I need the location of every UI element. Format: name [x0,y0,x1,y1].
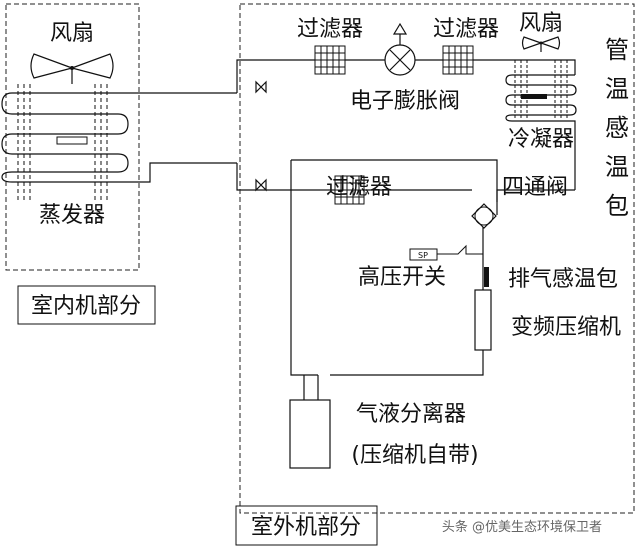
outdoor-section-label: 室外机部分 [251,515,361,540]
evaporator-coil [1,84,170,200]
separator-label-line1: 气液分离器 [356,402,466,427]
svg-text:包: 包 [605,192,629,220]
filter-upper-left-label: 过滤器 [297,17,363,42]
condenser-label: 冷凝器 [508,127,574,152]
evaporator-label: 蒸发器 [39,203,105,228]
service-valve-upper-icon [255,80,267,94]
svg-text:温: 温 [605,75,629,103]
compressor-icon [474,289,492,351]
svg-text:温: 温 [605,153,629,181]
high-pressure-switch-label: 高压开关 [358,265,446,290]
filter-upper-right-icon [442,45,474,75]
four-way-valve-label: 四通阀 [502,175,568,200]
svg-text:SP: SP [418,251,428,260]
svg-text:感: 感 [605,114,629,142]
indoor-section-box [17,285,156,325]
svg-text:管: 管 [605,36,629,64]
service-valve-lower-icon [255,178,267,192]
exhaust-temperature-sensor-label: 排气感温包 [508,267,618,292]
indoor-fan-icon [30,53,114,84]
four-way-valve-icon [471,203,497,229]
exhaust-temperature-sensor-icon [484,267,489,287]
pipe-temperature-sensor-label: 管 温 感 温 包 [605,36,629,220]
filter-lower-label: 过滤器 [326,175,392,200]
filter-lower-icon [334,175,365,205]
expansion-valve-icon [384,22,416,76]
outdoor-section-box [235,505,378,546]
compressor-label: 变频压缩机 [511,315,621,340]
outdoor-fan-icon [521,36,561,52]
outdoor-unit-boundary [239,3,635,514]
filter-upper-left-icon [314,45,346,75]
watermark-text: 头条 @优美生态环境保卫者 [442,519,602,535]
filter-upper-right-label: 过滤器 [433,17,499,42]
expansion-valve-label: 电子膨胀阀 [350,89,460,114]
indoor-unit-boundary [5,3,140,271]
gas-liquid-separator-icon [289,399,331,469]
outdoor-fan-label: 风扇 [519,11,563,36]
separator-label-line2: (压缩机自带) [351,443,478,468]
condenser-coil [505,60,577,190]
indoor-fan-label: 风扇 [50,21,94,46]
indoor-section-label: 室内机部分 [31,294,141,319]
high-pressure-switch-icon: SP [409,244,483,261]
